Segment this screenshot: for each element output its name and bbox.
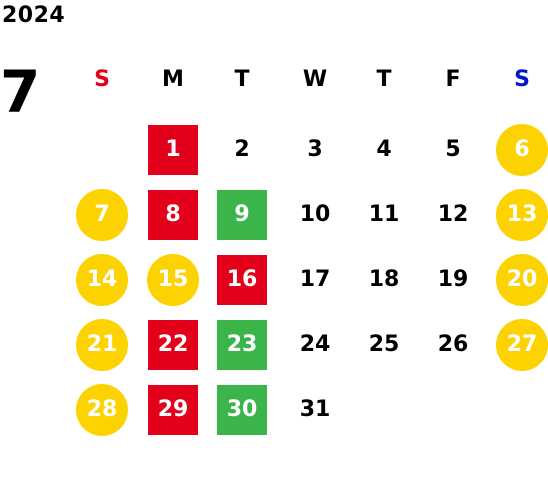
day-5: 5 <box>445 137 461 162</box>
day-29: 29 <box>148 385 198 435</box>
weekday-label-sat: S <box>514 67 530 92</box>
day-2: 2 <box>234 137 250 162</box>
day-4: 4 <box>376 137 392 162</box>
weekday-label-tue: T <box>234 67 250 92</box>
weekday-label-thu: T <box>376 67 392 92</box>
weekday-label-mon: M <box>162 67 184 92</box>
day-30: 30 <box>217 385 267 435</box>
day-12: 12 <box>437 202 469 227</box>
calendar-year: 2024 <box>2 3 66 28</box>
weekday-label-wed: W <box>302 67 328 92</box>
day-15: 15 <box>147 254 199 306</box>
day-16: 16 <box>217 255 267 305</box>
day-27: 27 <box>496 319 548 371</box>
day-26: 26 <box>437 332 469 357</box>
calendar-month: 7 <box>0 58 41 126</box>
day-25: 25 <box>368 332 400 357</box>
day-18: 18 <box>368 267 400 292</box>
weekday-label-sun: S <box>94 67 110 92</box>
day-6: 6 <box>496 124 548 176</box>
day-11: 11 <box>368 202 400 227</box>
day-31: 31 <box>299 397 331 422</box>
day-8: 8 <box>148 190 198 240</box>
day-28: 28 <box>76 384 128 436</box>
day-19: 19 <box>437 267 469 292</box>
day-21: 21 <box>76 319 128 371</box>
day-7: 7 <box>76 189 128 241</box>
day-14: 14 <box>76 254 128 306</box>
day-13: 13 <box>496 189 548 241</box>
day-22: 22 <box>148 320 198 370</box>
day-9: 9 <box>217 190 267 240</box>
day-23: 23 <box>217 320 267 370</box>
day-1: 1 <box>148 125 198 175</box>
day-20: 20 <box>496 254 548 306</box>
day-3: 3 <box>307 137 323 162</box>
day-10: 10 <box>299 202 331 227</box>
weekday-label-fri: F <box>445 67 461 92</box>
day-17: 17 <box>299 267 331 292</box>
day-24: 24 <box>299 332 331 357</box>
